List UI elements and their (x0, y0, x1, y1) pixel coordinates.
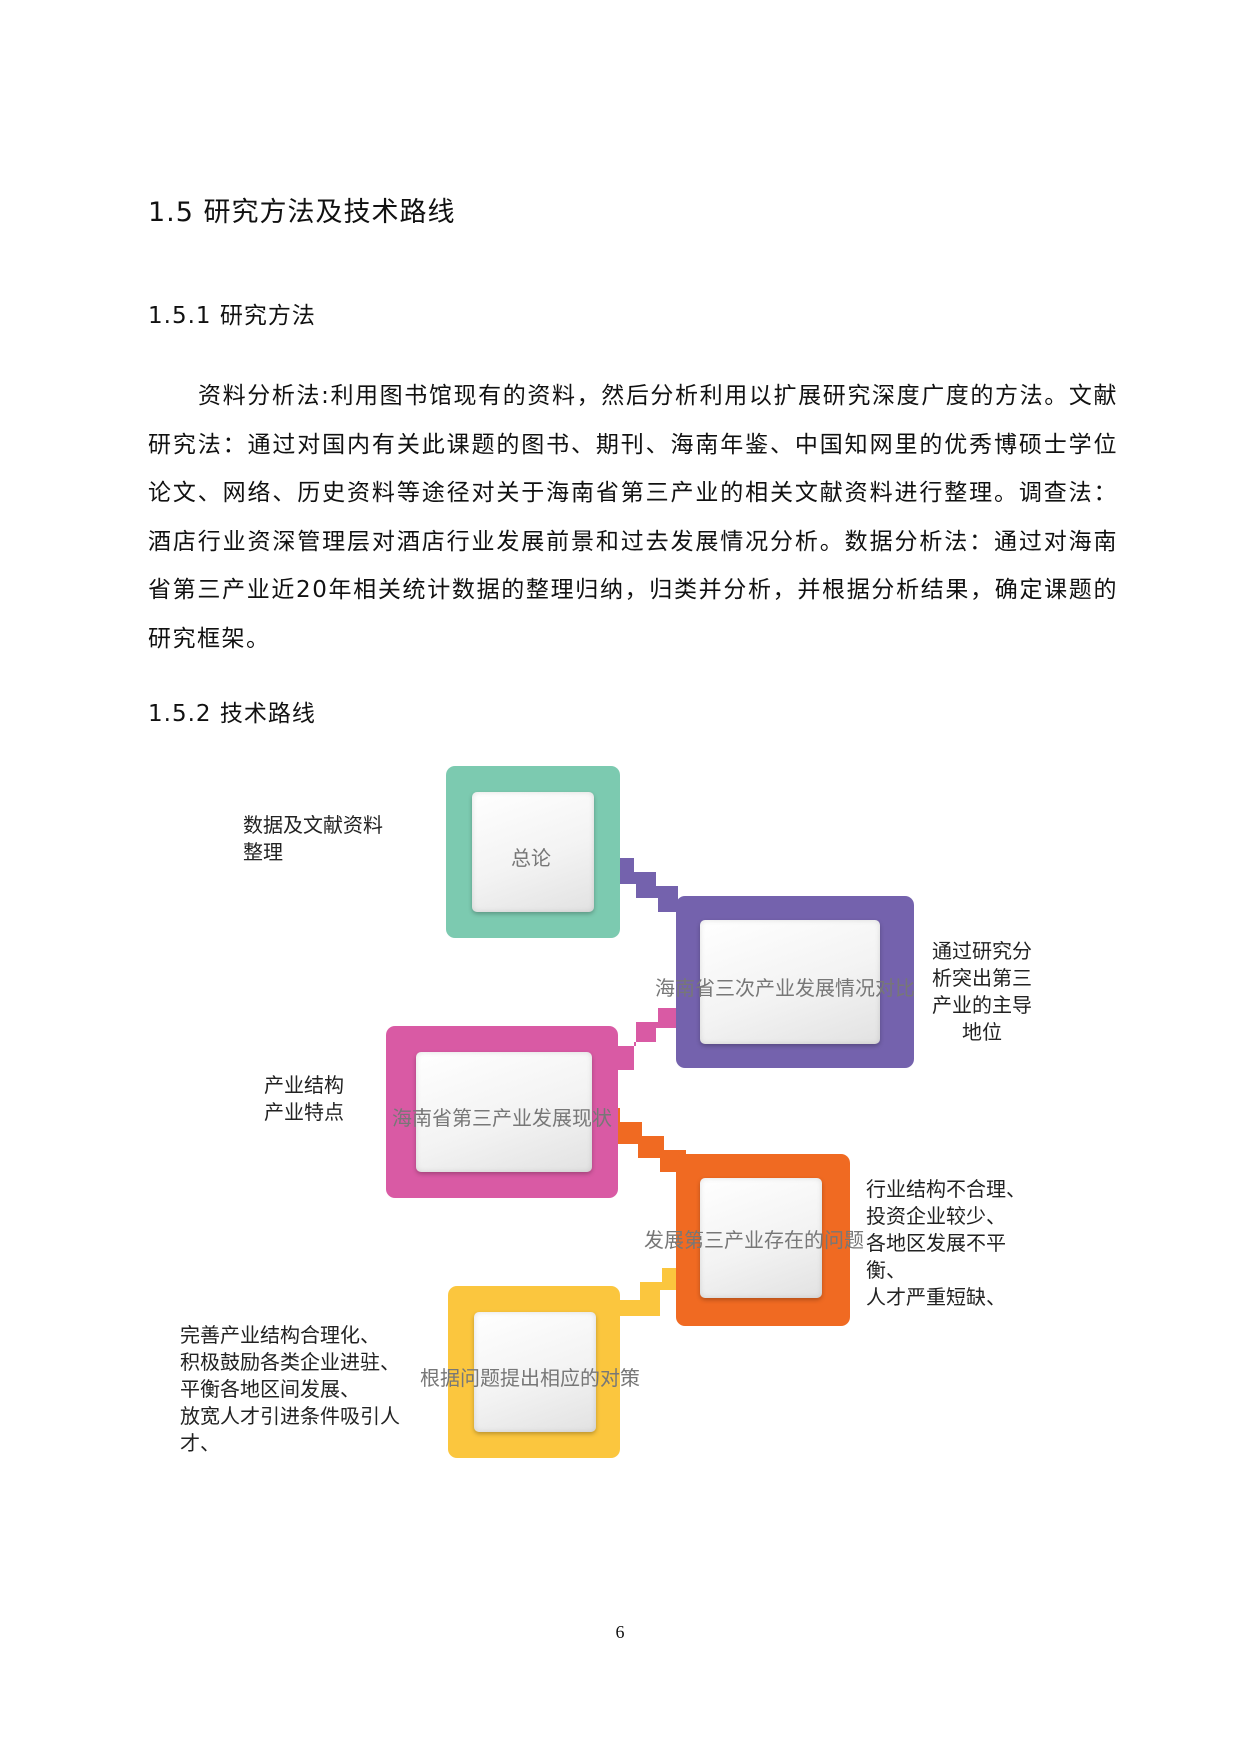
step-2-tile (700, 920, 880, 1044)
step-5-tile (474, 1312, 596, 1432)
connector-1 (596, 844, 700, 924)
subsection-heading-methods: 1.5.1 研究方法 (148, 303, 316, 329)
connector-3 (600, 1108, 700, 1186)
step-2-label: 海南省三次产业发展情况对比 (655, 976, 915, 1000)
step-3-note: 产业结构 产业特点 (264, 1073, 344, 1124)
step-3-label: 海南省第三产业发展现状 (392, 1106, 612, 1130)
methods-paragraph: 资料分析法:利用图书馆现有的资料，然后分析利用以扩展研究深度广度的方法。文献研究… (148, 383, 1118, 652)
step-5-note: 完善产业结构合理化、 积极鼓励各类企业进驻、 平衡各地区间发展、 放宽人才引进条… (180, 1323, 400, 1455)
subsection-heading-route: 1.5.2 技术路线 (148, 701, 316, 727)
step-2-note: 通过研究分 析突出第三 产业的主导 地位 (932, 939, 1032, 1044)
step-1-note: 数据及文献资料 整理 (243, 813, 383, 864)
step-4-note: 行业结构不合理、 投资企业较少、 各地区发展不平 衡、 人才严重短缺、 (866, 1177, 1026, 1309)
step-4-tile (700, 1178, 822, 1298)
step-3-tile (416, 1052, 592, 1172)
page-number: 6 (615, 1622, 625, 1642)
step-1-tile (472, 792, 594, 912)
step-1-label: 总论 (511, 846, 551, 870)
step-5-label: 根据问题提出相应的对策 (420, 1366, 640, 1390)
step-4-label: 发展第三产业存在的问题 (644, 1228, 864, 1252)
section-heading: 1.5 研究方法及技术路线 (148, 197, 456, 228)
